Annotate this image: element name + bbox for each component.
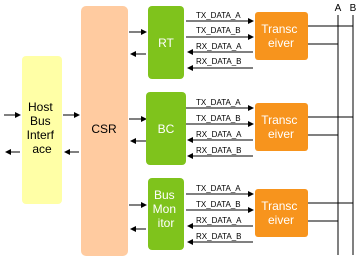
transceiver-block-2 (255, 103, 308, 151)
csr-label: CSR (91, 122, 117, 136)
transceiver-label-2: Transc eiver (261, 113, 301, 141)
signal-label: RX_DATA_B (196, 146, 242, 155)
signal-label: TX_DATA_B (196, 26, 241, 35)
bc-label: BC (158, 122, 175, 136)
rt-block (148, 6, 184, 79)
transceiver-label-1: Transc eiver (261, 22, 301, 50)
host-bus-interface-block (22, 56, 62, 204)
signal-labels: TX_DATA_A TX_DATA_B RX_DATA_A RX_DATA_B … (196, 11, 242, 241)
bus-monitor-label: Bus Mon itor (153, 188, 180, 230)
bus-monitor-block (148, 178, 184, 250)
signal-label: RX_DATA_B (196, 232, 242, 241)
signal-label: RX_DATA_A (196, 130, 242, 139)
signal-label: RX_DATA_A (196, 42, 242, 51)
signal-label: RX_DATA_A (196, 216, 242, 225)
bus-a-label: A (335, 3, 342, 14)
bus-b-label: B (350, 3, 357, 14)
connection-lines (4, 15, 354, 255)
transceiver-block-1 (255, 12, 308, 60)
signal-label: TX_DATA_A (196, 98, 241, 107)
csr-block (81, 6, 128, 256)
signal-label: TX_DATA_B (196, 200, 241, 209)
signal-label: TX_DATA_A (196, 11, 241, 20)
bc-block (146, 92, 186, 165)
host-bus-interface-label: Host Bus Interf ace (27, 100, 58, 156)
signal-label: RX_DATA_B (196, 57, 242, 66)
transceiver-block-3 (255, 189, 308, 237)
signal-label: TX_DATA_A (196, 184, 241, 193)
signal-label: TX_DATA_B (196, 114, 241, 123)
rt-label: RT (158, 36, 174, 50)
transceiver-label-3: Transc eiver (261, 199, 301, 227)
